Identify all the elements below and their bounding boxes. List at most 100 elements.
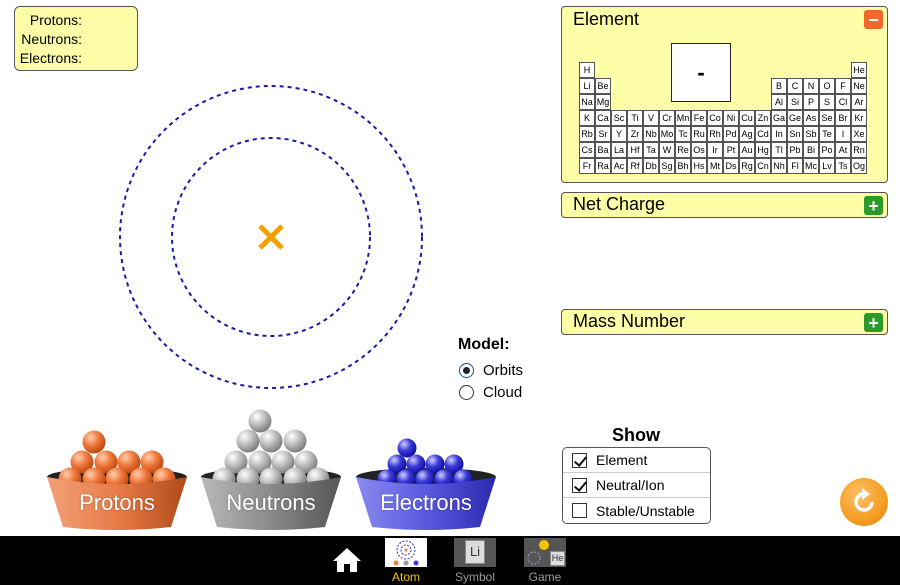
- element-cell[interactable]: Ne: [851, 78, 867, 94]
- element-cell[interactable]: Ru: [691, 126, 707, 142]
- element-cell[interactable]: Sc: [611, 110, 627, 126]
- element-cell[interactable]: Re: [675, 142, 691, 158]
- element-cell[interactable]: He: [851, 62, 867, 78]
- electron-particles[interactable]: [377, 438, 473, 489]
- neutron-particles[interactable]: [212, 409, 330, 491]
- element-cell[interactable]: W: [659, 142, 675, 158]
- element-cell[interactable]: V: [643, 110, 659, 126]
- tab-symbol[interactable]: Li Symbol: [452, 538, 498, 584]
- element-cell[interactable]: Sg: [659, 158, 675, 174]
- element-cell[interactable]: Rn: [851, 142, 867, 158]
- element-cell[interactable]: Cd: [755, 126, 771, 142]
- show-stable-unstable-checkbox[interactable]: [572, 503, 587, 518]
- element-cell[interactable]: At: [835, 142, 851, 158]
- element-cell[interactable]: Ca: [595, 110, 611, 126]
- element-cell[interactable]: Mc: [803, 158, 819, 174]
- element-cell[interactable]: Sr: [595, 126, 611, 142]
- atom-view[interactable]: [110, 78, 440, 398]
- reset-button[interactable]: [840, 478, 888, 526]
- element-cell[interactable]: Cs: [579, 142, 595, 158]
- net-charge-expand-button[interactable]: +: [864, 196, 883, 215]
- element-cell[interactable]: Cn: [755, 158, 771, 174]
- element-cell[interactable]: Sb: [803, 126, 819, 142]
- element-cell[interactable]: Ba: [595, 142, 611, 158]
- element-cell[interactable]: Al: [771, 94, 787, 110]
- element-cell[interactable]: Te: [819, 126, 835, 142]
- element-cell[interactable]: Ar: [851, 94, 867, 110]
- element-cell[interactable]: Zn: [755, 110, 771, 126]
- neutrons-bucket[interactable]: [199, 405, 344, 530]
- element-cell[interactable]: Rb: [579, 126, 595, 142]
- element-cell[interactable]: Ir: [707, 142, 723, 158]
- element-cell[interactable]: P: [803, 94, 819, 110]
- element-cell[interactable]: Be: [595, 78, 611, 94]
- element-cell[interactable]: Ra: [595, 158, 611, 174]
- element-cell[interactable]: Mg: [595, 94, 611, 110]
- element-cell[interactable]: Ds: [723, 158, 739, 174]
- mass-number-expand-button[interactable]: +: [864, 313, 883, 332]
- element-cell[interactable]: K: [579, 110, 595, 126]
- element-cell[interactable]: Cu: [739, 110, 755, 126]
- element-cell[interactable]: Og: [851, 158, 867, 174]
- model-option-orbits[interactable]: Orbits: [458, 359, 523, 381]
- element-cell[interactable]: Mn: [675, 110, 691, 126]
- element-cell[interactable]: Fe: [691, 110, 707, 126]
- proton-particles[interactable]: [58, 430, 176, 491]
- show-stable-unstable-option[interactable]: Stable/Unstable: [563, 498, 710, 523]
- element-cell[interactable]: Ta: [643, 142, 659, 158]
- element-cell[interactable]: Xe: [851, 126, 867, 142]
- protons-bucket[interactable]: [45, 405, 190, 530]
- element-cell[interactable]: S: [819, 94, 835, 110]
- element-cell[interactable]: Ga: [771, 110, 787, 126]
- element-cell[interactable]: Au: [739, 142, 755, 158]
- element-cell[interactable]: Ti: [627, 110, 643, 126]
- element-cell[interactable]: Tc: [675, 126, 691, 142]
- element-cell[interactable]: Ag: [739, 126, 755, 142]
- element-collapse-button[interactable]: −: [864, 10, 883, 29]
- element-cell[interactable]: H: [579, 62, 595, 78]
- element-cell[interactable]: Mt: [707, 158, 723, 174]
- element-cell[interactable]: Si: [787, 94, 803, 110]
- cloud-radio[interactable]: [459, 384, 474, 400]
- element-cell[interactable]: Po: [819, 142, 835, 158]
- show-element-checkbox[interactable]: [572, 452, 587, 468]
- element-cell[interactable]: Y: [611, 126, 627, 142]
- element-cell[interactable]: Se: [819, 110, 835, 126]
- element-cell[interactable]: Ni: [723, 110, 739, 126]
- element-cell[interactable]: Hs: [691, 158, 707, 174]
- element-cell[interactable]: Mo: [659, 126, 675, 142]
- element-cell[interactable]: Ts: [835, 158, 851, 174]
- element-cell[interactable]: Sn: [787, 126, 803, 142]
- element-cell[interactable]: Cl: [835, 94, 851, 110]
- element-cell[interactable]: Rf: [627, 158, 643, 174]
- electrons-bucket[interactable]: [354, 405, 499, 530]
- show-neutral-ion-option[interactable]: Neutral/Ion: [563, 473, 710, 498]
- home-icon[interactable]: [332, 547, 362, 573]
- element-cell[interactable]: Pt: [723, 142, 739, 158]
- element-cell[interactable]: C: [787, 78, 803, 94]
- element-cell[interactable]: La: [611, 142, 627, 158]
- element-cell[interactable]: Zr: [627, 126, 643, 142]
- element-cell[interactable]: Ge: [787, 110, 803, 126]
- element-cell[interactable]: Bi: [803, 142, 819, 158]
- element-cell[interactable]: Nb: [643, 126, 659, 142]
- element-cell[interactable]: Pd: [723, 126, 739, 142]
- show-neutral-ion-checkbox[interactable]: [572, 477, 587, 493]
- element-cell[interactable]: As: [803, 110, 819, 126]
- element-cell[interactable]: Na: [579, 94, 595, 110]
- element-cell[interactable]: Rh: [707, 126, 723, 142]
- element-cell[interactable]: F: [835, 78, 851, 94]
- model-option-cloud[interactable]: Cloud: [458, 381, 523, 403]
- tab-atom[interactable]: Atom: [383, 538, 429, 584]
- element-cell[interactable]: O: [819, 78, 835, 94]
- element-cell[interactable]: Br: [835, 110, 851, 126]
- element-cell[interactable]: Pb: [787, 142, 803, 158]
- element-cell[interactable]: Lv: [819, 158, 835, 174]
- element-cell[interactable]: Nh: [771, 158, 787, 174]
- tab-game[interactable]: He Game: [522, 538, 568, 584]
- element-cell[interactable]: Fr: [579, 158, 595, 174]
- orbits-radio[interactable]: [459, 362, 474, 378]
- element-cell[interactable]: Bh: [675, 158, 691, 174]
- element-cell[interactable]: Cr: [659, 110, 675, 126]
- element-cell[interactable]: Ac: [611, 158, 627, 174]
